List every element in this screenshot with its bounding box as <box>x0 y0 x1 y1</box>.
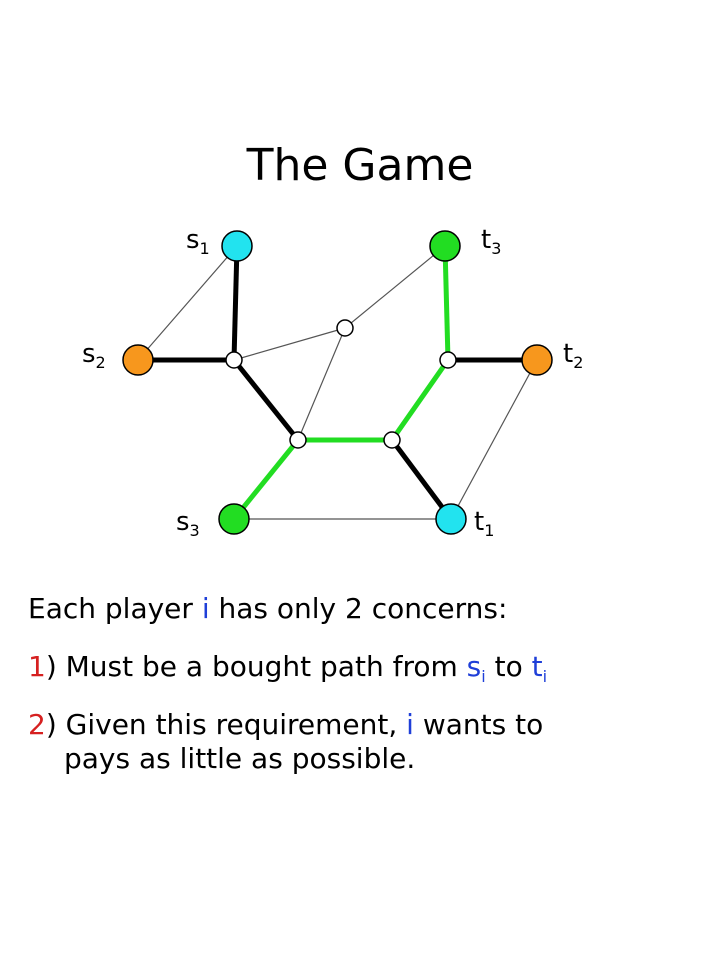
node-t1 <box>435 503 467 535</box>
edge-s1-left-mid <box>231 245 240 361</box>
concern-item-1: 1) Must be a bought path from si to ti <box>28 650 548 686</box>
edge-s3-lower-left <box>232 438 300 521</box>
node-s2 <box>122 344 154 376</box>
page-title: The Game <box>246 140 474 191</box>
player-variable: i <box>201 592 210 625</box>
junction-node <box>439 351 457 369</box>
concerns-intro: Each player i has only 2 concerns: <box>28 592 508 625</box>
label-s3: s3 <box>176 507 200 540</box>
label-t1: t1 <box>474 507 494 540</box>
junction-node <box>336 319 354 337</box>
edge-s1-s2 <box>137 245 238 361</box>
edge-left-mid-lower-left <box>232 358 300 442</box>
label-t3: t3 <box>481 225 501 258</box>
node-s3 <box>218 503 250 535</box>
edge-lower-right-right-mid <box>389 358 451 442</box>
junction-node <box>225 351 243 369</box>
label-s1: s1 <box>186 225 210 258</box>
edge-upper-junction-lower-left <box>297 327 346 441</box>
edge-t2-t1 <box>450 359 538 520</box>
item-number-2: 2 <box>28 708 46 741</box>
edge-right-mid-t3 <box>442 245 451 361</box>
label-s2: s2 <box>82 339 106 372</box>
concerns-text: Each player i has only 2 concerns: 1) Mu… <box>28 592 708 776</box>
item-number-1: 1 <box>28 650 46 683</box>
junction-node <box>383 431 401 449</box>
label-t2: t2 <box>563 339 583 372</box>
edge-lower-right-t1 <box>389 438 454 521</box>
node-s1 <box>221 230 253 262</box>
junction-node <box>289 431 307 449</box>
edge-upper-junction-t3 <box>344 245 446 329</box>
node-t3 <box>429 230 461 262</box>
concern-item-2: 2) Given this requirement, i wants to pa… <box>28 708 544 775</box>
edge-left-mid-upper-junction <box>233 327 346 361</box>
node-t2 <box>521 344 553 376</box>
